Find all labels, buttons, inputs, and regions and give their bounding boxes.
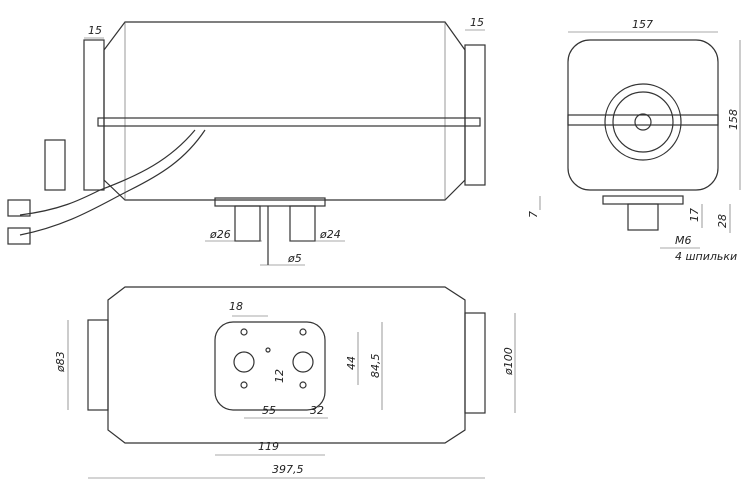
dim-width: 157 bbox=[632, 18, 653, 31]
dim-height: 158 bbox=[727, 109, 740, 130]
dim-total: 397,5 bbox=[272, 463, 304, 476]
dim-d100: ø100 bbox=[502, 347, 515, 376]
dim-18: 18 bbox=[229, 300, 243, 313]
side-view: 15 15 ø26 ø24 ø5 bbox=[7, 16, 486, 266]
dim-7: 7 bbox=[527, 211, 540, 218]
dim-d5: ø5 bbox=[287, 252, 302, 265]
dim-119: 119 bbox=[258, 440, 279, 453]
note-studs: 4 шпильки bbox=[675, 250, 737, 263]
end-view: 157 158 7 17 28 M6 4 шпильки bbox=[527, 18, 741, 263]
dim-d24: ø24 bbox=[319, 228, 341, 241]
dim-left-flange: 15 bbox=[88, 24, 102, 37]
dim-28: 28 bbox=[716, 214, 729, 228]
dim-84-5: 84,5 bbox=[369, 354, 382, 379]
dim-right-flange: 15 bbox=[470, 16, 484, 29]
bottom-view: 18 ø83 12 44 84,5 ø100 55 32 119 397,5 bbox=[54, 286, 516, 479]
dim-thread: M6 bbox=[675, 234, 692, 247]
dim-32: 32 bbox=[310, 404, 324, 417]
dim-44: 44 bbox=[345, 356, 358, 370]
dim-17: 17 bbox=[688, 208, 701, 222]
dim-d83: ø83 bbox=[54, 351, 67, 373]
dim-d26: ø26 bbox=[209, 228, 231, 241]
dim-55: 55 bbox=[262, 404, 276, 417]
dim-12: 12 bbox=[273, 369, 286, 383]
